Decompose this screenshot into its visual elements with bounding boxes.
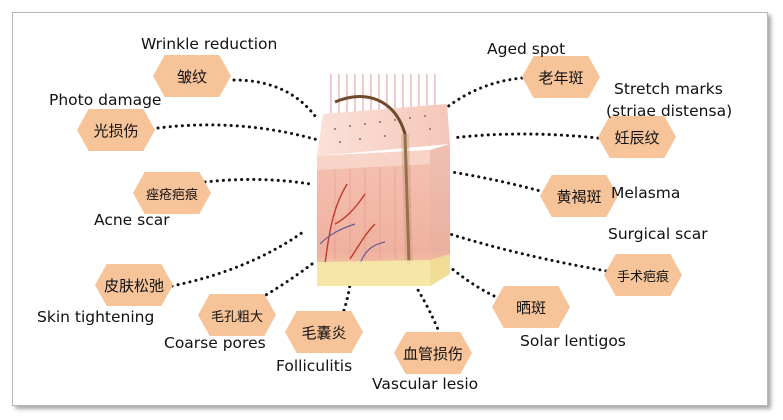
- hex-vascular: 血管损伤: [394, 332, 472, 374]
- label-surgical: Surgical scar: [608, 225, 708, 243]
- label-pores: Coarse pores: [164, 334, 266, 352]
- hex-photo: 光损伤: [77, 109, 155, 151]
- label-aged: Aged spot: [487, 40, 566, 58]
- line-stretch: [450, 132, 600, 140]
- label-acne: Acne scar: [94, 211, 170, 229]
- line-melasma: [450, 170, 546, 194]
- label-vascular: Vascular lesio: [372, 375, 479, 393]
- label-follic: Folliculitis: [276, 357, 353, 375]
- label-stretch-1: Stretch marks: [614, 80, 723, 98]
- hex-aged: 老年斑: [522, 56, 600, 98]
- line-pores: [238, 262, 314, 312]
- label-photo: Photo damage: [49, 91, 162, 109]
- hex-tighten: 皮肤松弛: [95, 264, 173, 306]
- line-vascular: [416, 288, 442, 336]
- line-photo: [156, 123, 320, 142]
- hex-follic: 毛囊炎: [285, 311, 363, 353]
- hex-stretch: 妊辰纹: [598, 116, 676, 158]
- hex-acne: 痤疮疤痕: [133, 172, 211, 214]
- line-surgical: [448, 232, 614, 274]
- hex-surgical: 手术疤痕: [604, 254, 682, 296]
- hex-wrinkle: 皱纹: [153, 55, 231, 97]
- hex-pores: 毛孔粗大: [198, 294, 276, 336]
- line-follic: [338, 282, 352, 324]
- label-wrinkle: Wrinkle reduction: [141, 35, 278, 53]
- line-wrinkle: [232, 78, 320, 122]
- hex-solar: 晒斑: [492, 286, 570, 328]
- skin-section-illustration: [317, 74, 450, 286]
- label-solar: Solar lentigos: [520, 332, 626, 350]
- line-aged: [444, 76, 524, 110]
- hex-melasma: 黄褐斑: [540, 175, 618, 217]
- line-acne: [203, 177, 312, 186]
- label-tighten: Skin tightening: [37, 308, 155, 326]
- line-tighten: [170, 228, 308, 288]
- label-melasma: Melasma: [611, 184, 681, 202]
- label-stretch-2: (striae distensa): [606, 102, 733, 120]
- line-solar: [440, 258, 496, 298]
